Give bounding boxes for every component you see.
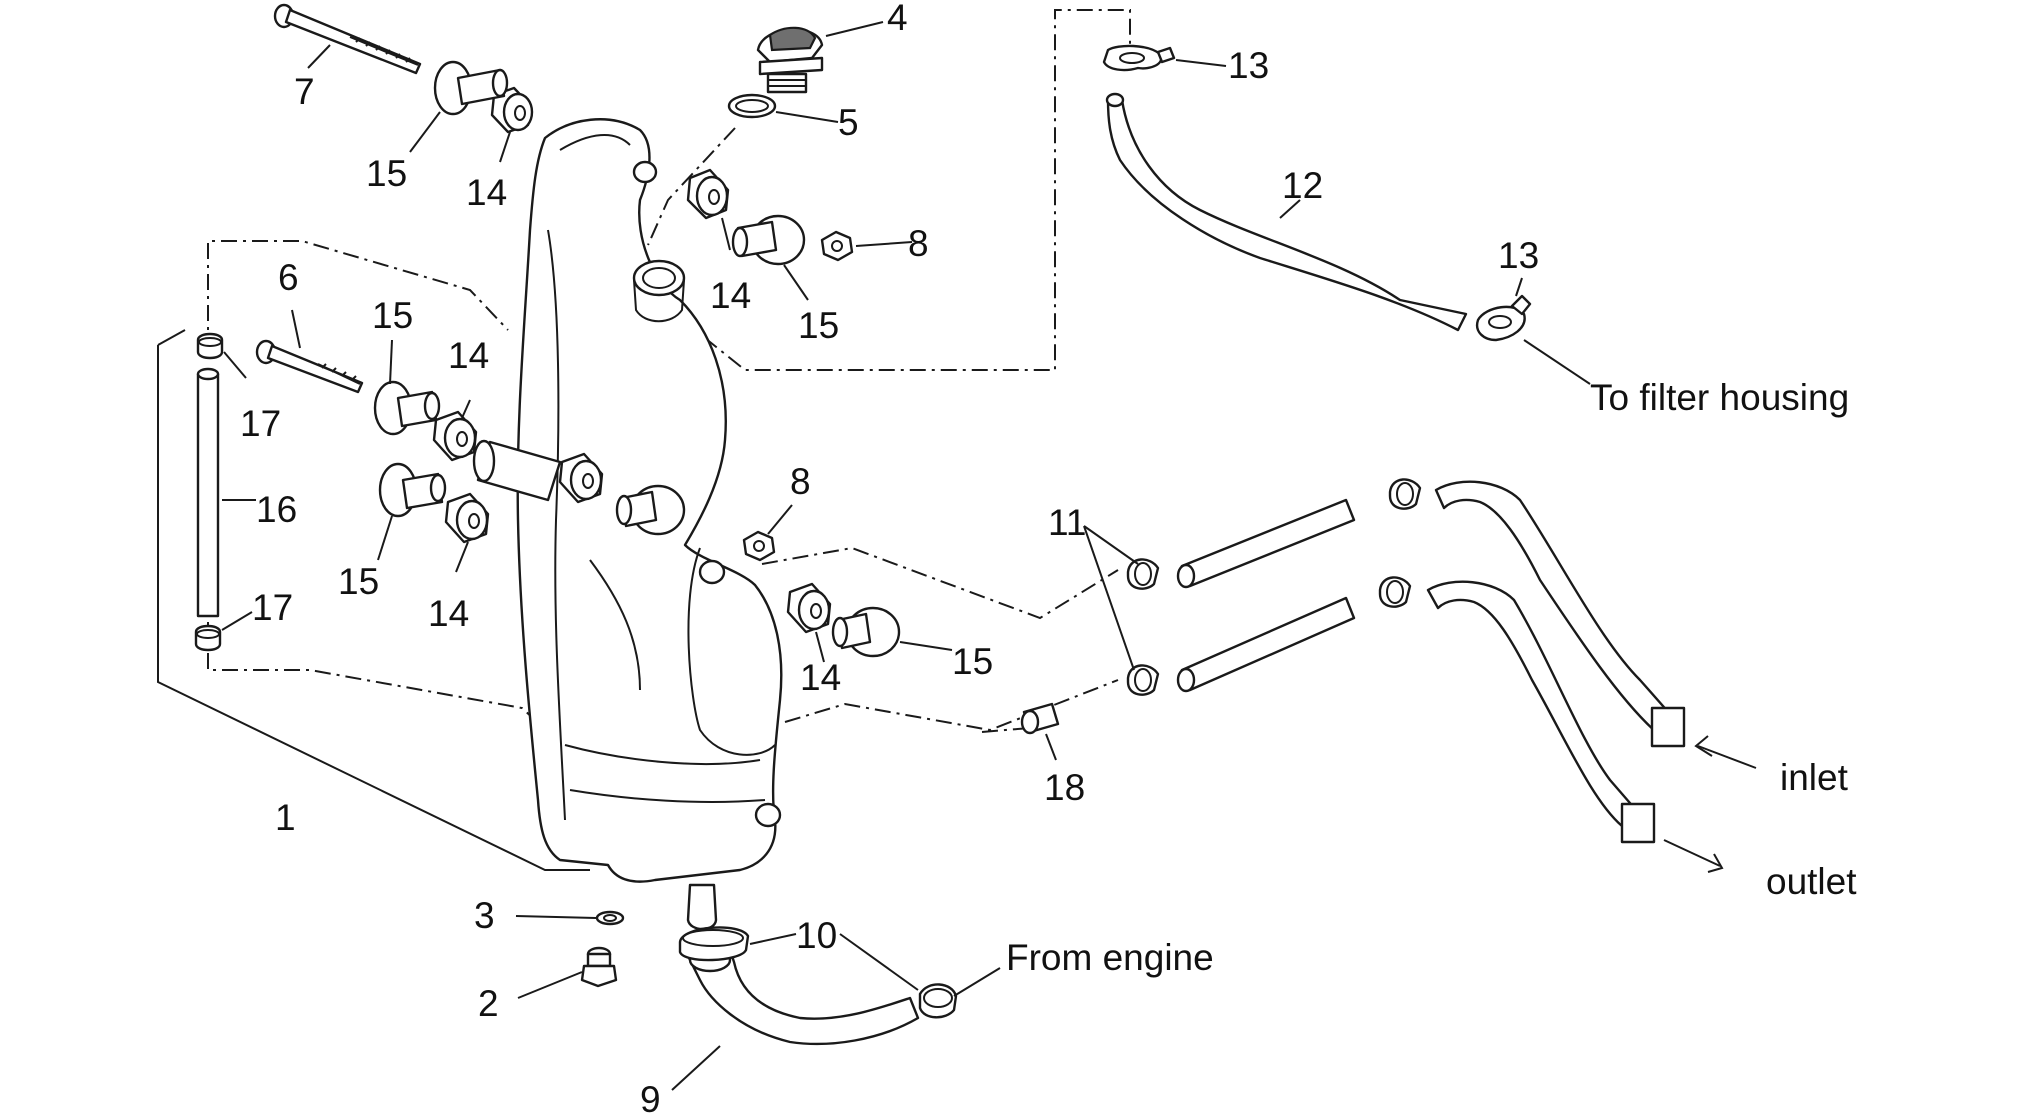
callout-14-d: 14: [428, 593, 469, 634]
annotations: To filter housing inlet outlet From engi…: [1006, 377, 1857, 978]
callout-15-d: 15: [338, 561, 379, 602]
callout-17-lower: 17: [252, 587, 293, 628]
callout-15-b: 15: [798, 305, 839, 346]
callout-8-upper: 8: [908, 223, 929, 264]
filler-cap: [756, 21, 884, 94]
drain-washer: [515, 910, 625, 926]
nut-upper: [820, 230, 913, 262]
callout-14-c: 14: [448, 335, 489, 376]
callout-12: 12: [1282, 165, 1323, 206]
callout-13-upper: 13: [1228, 45, 1269, 86]
callout-2: 2: [478, 983, 499, 1024]
assembly-lines: [207, 9, 1131, 733]
outlet-note: outlet: [1766, 861, 1857, 902]
breather-clips: [1102, 44, 1591, 385]
callout-3: 3: [474, 895, 495, 936]
callout-14-b: 14: [710, 275, 751, 316]
bolt-7: [273, 3, 422, 75]
callout-15-c: 15: [372, 295, 413, 336]
o-ring: [727, 93, 839, 123]
callout-9: 9: [640, 1079, 661, 1120]
hose-clips-17: [194, 332, 253, 652]
callout-4: 4: [887, 0, 908, 38]
bushings: [373, 60, 953, 658]
breather-hose: [1105, 92, 1468, 332]
callout-8-lower: 8: [790, 461, 811, 502]
callout-6: 6: [278, 257, 299, 298]
oil-lines: [1020, 478, 1757, 873]
from-engine-note: From engine: [1006, 937, 1214, 978]
callout-15-e: 15: [952, 641, 993, 682]
callout-labels: 1 2 3 4 5 6 7 8 8 9 10 11 12 13 13 14 14…: [240, 0, 1539, 1120]
bolt-6: [255, 309, 364, 394]
callout-7: 7: [294, 71, 315, 112]
grommets: [432, 86, 832, 663]
callout-13-lower: 13: [1498, 235, 1539, 276]
callout-17-upper: 17: [240, 403, 281, 444]
callout-18: 18: [1044, 767, 1085, 808]
callout-14-e: 14: [800, 657, 841, 698]
drain-plug: [517, 946, 618, 999]
callout-1: 1: [275, 797, 296, 838]
callout-16: 16: [256, 489, 297, 530]
callout-11: 11: [1048, 502, 1086, 543]
nut-lower: [742, 504, 793, 562]
callout-10: 10: [796, 915, 837, 956]
callout-14-a: 14: [466, 172, 507, 213]
callout-5: 5: [838, 102, 859, 143]
hose-clamps-10: [678, 926, 1001, 1019]
return-hose: [671, 945, 920, 1091]
leader-1: [157, 329, 186, 346]
callout-15-a: 15: [366, 153, 407, 194]
to-filter-housing-note: To filter housing: [1590, 377, 1849, 418]
inlet-note: inlet: [1780, 757, 1849, 798]
vent-hose: [196, 367, 256, 618]
